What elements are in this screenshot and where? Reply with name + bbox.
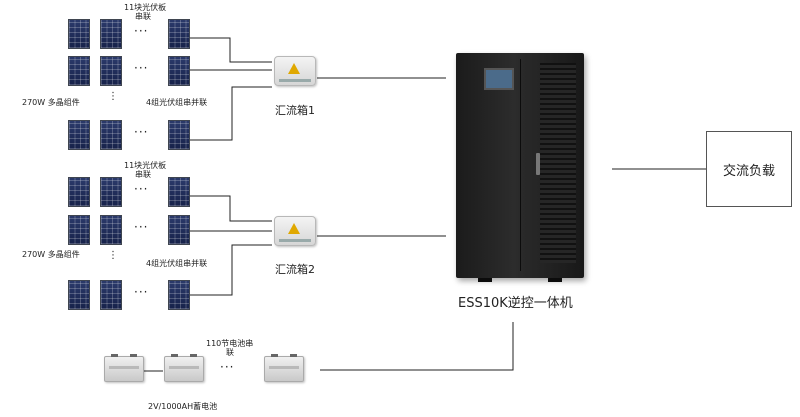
parallel-label-2: 4组光伏组串并联 xyxy=(146,259,208,268)
wire-g2-row1 xyxy=(190,195,272,222)
wire-g1-row3 xyxy=(190,86,272,141)
combiner-label-2: 汇流箱2 xyxy=(275,263,315,276)
battery-icon xyxy=(264,354,304,382)
series-ellipsis: ··· xyxy=(134,220,149,234)
battery-terminal xyxy=(171,354,178,357)
solar-panel-icon xyxy=(68,19,90,49)
series-label-1a: 11块光伏板 xyxy=(124,3,167,12)
display-screen xyxy=(484,68,514,90)
solar-panel-icon xyxy=(100,19,122,49)
parallel-label-1: 4组光伏组串并联 xyxy=(146,98,208,107)
battery-stripe xyxy=(169,366,199,369)
solar-panel-icon xyxy=(168,280,190,310)
series-ellipsis: ··· xyxy=(134,61,149,75)
battery-icon xyxy=(164,354,204,382)
solar-panel-icon xyxy=(68,215,90,245)
solar-panel-icon xyxy=(168,56,190,86)
battery-stripe xyxy=(269,366,299,369)
battery-terminal xyxy=(271,354,278,357)
series-label-2b: 串联 xyxy=(135,170,151,179)
inverter-label: ESS10K逆控一体机 xyxy=(458,296,573,311)
solar-panel-icon xyxy=(68,177,90,207)
module-label-2: 270W 多晶组件 xyxy=(22,250,80,259)
battery-stripe xyxy=(109,366,139,369)
wire-g1-row1 xyxy=(190,37,272,63)
solar-panel-icon xyxy=(168,215,190,245)
cabinet-foot xyxy=(478,278,492,282)
battery-series-label-a: 110节电池串 xyxy=(206,339,254,348)
solar-panel-icon xyxy=(68,56,90,86)
vent-grille xyxy=(540,63,576,263)
series-label-1b: 串联 xyxy=(135,12,151,21)
combiner-box-icon xyxy=(274,56,316,86)
ac-load-box: 交流负载 xyxy=(706,131,792,207)
warning-icon xyxy=(288,63,300,74)
battery-terminal xyxy=(111,354,118,357)
parallel-ellipsis: ⋮ xyxy=(108,91,118,102)
combiner-box-icon xyxy=(274,216,316,246)
solar-panel-icon xyxy=(68,280,90,310)
solar-panel-icon xyxy=(100,280,122,310)
inverter-cabinet-icon xyxy=(456,53,584,282)
solar-panel-icon xyxy=(168,19,190,49)
solar-panel-icon xyxy=(100,215,122,245)
combiner-label-plate xyxy=(279,79,311,82)
warning-icon xyxy=(288,223,300,234)
solar-panel-icon xyxy=(100,56,122,86)
battery-ellipsis: ··· xyxy=(220,360,235,374)
wire-inverter-battery xyxy=(320,322,514,371)
solar-panel-icon xyxy=(168,177,190,207)
solar-panel-icon xyxy=(68,120,90,150)
series-ellipsis: ··· xyxy=(134,285,149,299)
battery-spec-label: 2V/1000AH蓄电池 xyxy=(148,402,218,411)
wire-g2-row3 xyxy=(190,244,272,296)
battery-terminal xyxy=(190,354,197,357)
solar-panel-icon xyxy=(100,177,122,207)
battery-icon xyxy=(104,354,144,382)
battery-terminal xyxy=(290,354,297,357)
combiner-label-1: 汇流箱1 xyxy=(275,104,315,117)
series-ellipsis: ··· xyxy=(134,182,149,196)
series-ellipsis: ··· xyxy=(134,125,149,139)
solar-panel-icon xyxy=(100,120,122,150)
battery-series-label-b: 联 xyxy=(226,348,234,357)
series-ellipsis: ··· xyxy=(134,24,149,38)
parallel-ellipsis: ⋮ xyxy=(108,250,118,261)
cabinet-foot xyxy=(548,278,562,282)
battery-terminal xyxy=(130,354,137,357)
module-label-1: 270W 多晶组件 xyxy=(22,98,80,107)
door-seam xyxy=(520,59,521,271)
ac-load-label: 交流负载 xyxy=(722,163,775,179)
solar-panel-icon xyxy=(168,120,190,150)
series-label-2a: 11块光伏板 xyxy=(124,161,167,170)
combiner-label-plate xyxy=(279,239,311,242)
door-handle-icon xyxy=(536,153,540,175)
